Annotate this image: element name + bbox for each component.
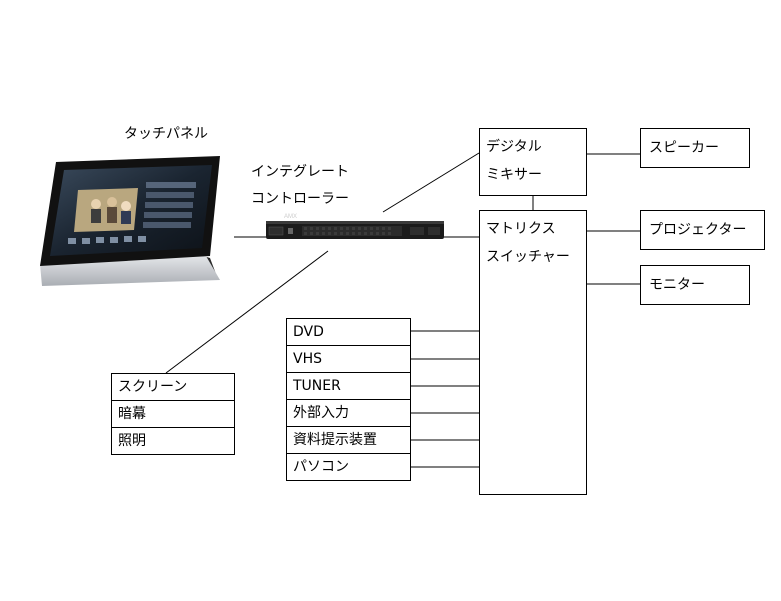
line-controller-roomcontrols — [165, 250, 329, 374]
room-control-lighting: 照明 — [111, 427, 235, 455]
touch-panel-image — [40, 156, 220, 286]
line-controller-mixer — [382, 152, 480, 213]
matrix-switcher-label-line2: スイッチャー — [486, 249, 570, 265]
monitor-box: モニター — [640, 265, 750, 305]
source-dvd: DVD — [286, 318, 411, 346]
controller-label-line1: インテグレート — [251, 164, 349, 180]
digital-mixer-label-line2: ミキサー — [486, 167, 542, 183]
touch-panel-label: タッチパネル — [124, 126, 208, 142]
room-control-blackout-curtain: 暗幕 — [111, 400, 235, 428]
digital-mixer-box: デジタル ミキサー — [479, 128, 587, 196]
digital-mixer-label-line1: デジタル — [486, 139, 542, 155]
controller-device-image — [266, 221, 444, 239]
source-pc: パソコン — [286, 453, 411, 481]
room-control-screen: スクリーン — [111, 373, 235, 401]
projector-box: プロジェクター — [640, 210, 765, 250]
controller-label-line2: コントローラー — [251, 191, 349, 207]
source-external-input: 外部入力 — [286, 399, 411, 427]
controller-logo: AMX — [284, 214, 298, 220]
speaker-box: スピーカー — [640, 128, 750, 168]
matrix-switcher-label-line1: マトリクス — [486, 221, 556, 237]
source-tuner: TUNER — [286, 372, 411, 400]
source-vhs: VHS — [286, 345, 411, 373]
source-document-camera: 資料提示装置 — [286, 426, 411, 454]
matrix-switcher-box: マトリクス スイッチャー — [479, 210, 587, 495]
